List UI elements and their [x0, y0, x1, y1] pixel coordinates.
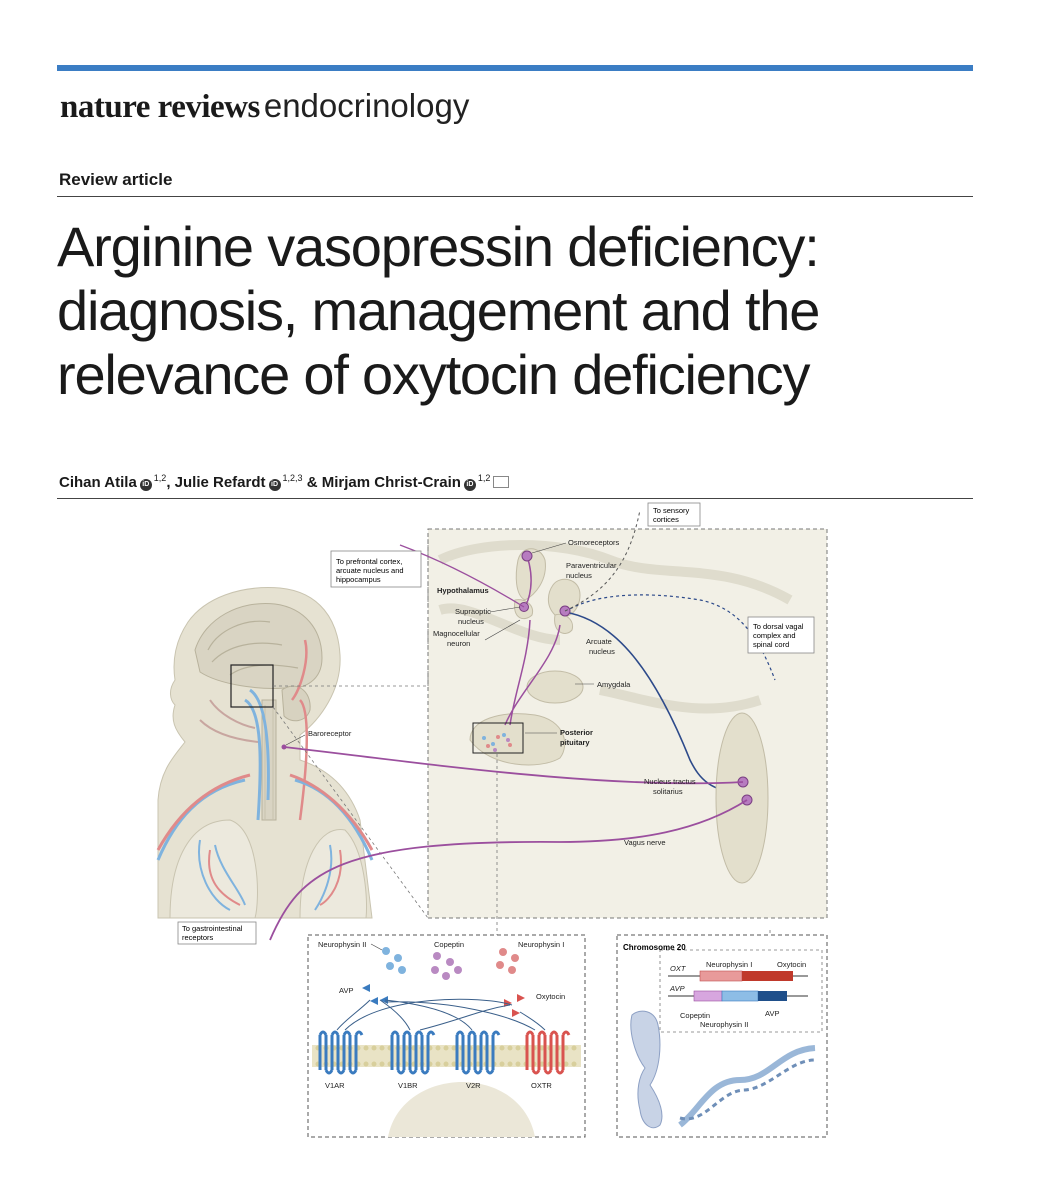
label-avp: AVP	[339, 986, 353, 995]
receptor-label: OXTR	[531, 1081, 552, 1090]
svg-text:cortices: cortices	[653, 515, 679, 524]
chromosome-panel: Chromosome 20 OXT Neurophysin I Oxytocin…	[617, 935, 827, 1137]
svg-text:Supraoptic: Supraoptic	[455, 607, 491, 616]
label-neurophysin1: Neurophysin I	[518, 940, 564, 949]
svg-text:AVP: AVP	[669, 984, 685, 993]
label-copeptin: Copeptin	[434, 940, 464, 949]
label-neurophysin2: Neurophysin II	[318, 940, 366, 949]
svg-text:To prefrontal cortex,: To prefrontal cortex,	[336, 557, 402, 566]
chromosome-title: Chromosome 20	[623, 943, 686, 952]
receptor-label: V1BR	[398, 1081, 418, 1090]
callout-prefrontal: To prefrontal cortex, arcuate nucleus an…	[331, 551, 421, 587]
receptor-label: V2R	[466, 1081, 481, 1090]
svg-text:Magnocellular: Magnocellular	[433, 629, 480, 638]
callout-dorsal-vagal: To dorsal vagal complex and spinal cord	[748, 617, 814, 653]
svg-text:neuron: neuron	[447, 639, 470, 648]
receptor-label: V1AR	[325, 1081, 345, 1090]
svg-text:Nucleus tractus: Nucleus tractus	[644, 777, 696, 786]
svg-text:nucleus: nucleus	[566, 571, 592, 580]
svg-text:Copeptin: Copeptin	[680, 1011, 710, 1020]
svg-text:hippocampus: hippocampus	[336, 575, 381, 584]
svg-text:AVP: AVP	[765, 1009, 779, 1018]
svg-text:To sensory: To sensory	[653, 506, 690, 515]
svg-text:Oxytocin: Oxytocin	[777, 960, 806, 969]
label-oxytocin: Oxytocin	[536, 992, 565, 1001]
svg-text:Neurophysin I: Neurophysin I	[706, 960, 752, 969]
svg-text:Paraventricular: Paraventricular	[566, 561, 617, 570]
svg-text:arcuate nucleus and: arcuate nucleus and	[336, 566, 404, 575]
svg-text:solitarius: solitarius	[653, 787, 683, 796]
callout-gastrointestinal: To gastrointestinal receptors	[178, 922, 256, 944]
svg-text:receptors: receptors	[182, 933, 214, 942]
callout-sensory-cortices: To sensory cortices	[648, 503, 700, 526]
svg-text:Amygdala: Amygdala	[597, 680, 631, 689]
svg-text:Osmoreceptors: Osmoreceptors	[568, 538, 620, 547]
svg-text:nucleus: nucleus	[589, 647, 615, 656]
svg-text:OXT: OXT	[670, 964, 687, 973]
svg-text:Baroreceptor: Baroreceptor	[308, 729, 352, 738]
svg-text:To gastrointestinal: To gastrointestinal	[182, 924, 243, 933]
svg-text:Arcuate: Arcuate	[586, 637, 612, 646]
receptor-panel: Neurophysin II Copeptin Neurophysin I AV…	[308, 935, 585, 1137]
svg-text:spinal cord: spinal cord	[753, 640, 789, 649]
svg-text:Vagus nerve: Vagus nerve	[624, 838, 666, 847]
svg-text:Posterior: Posterior	[560, 728, 593, 737]
svg-text:complex and: complex and	[753, 631, 796, 640]
svg-text:nucleus: nucleus	[458, 617, 484, 626]
svg-text:pituitary: pituitary	[560, 738, 590, 747]
svg-text:Neurophysin II: Neurophysin II	[700, 1020, 748, 1029]
svg-text:To dorsal vagal: To dorsal vagal	[753, 622, 804, 631]
svg-text:Hypothalamus: Hypothalamus	[437, 586, 489, 595]
